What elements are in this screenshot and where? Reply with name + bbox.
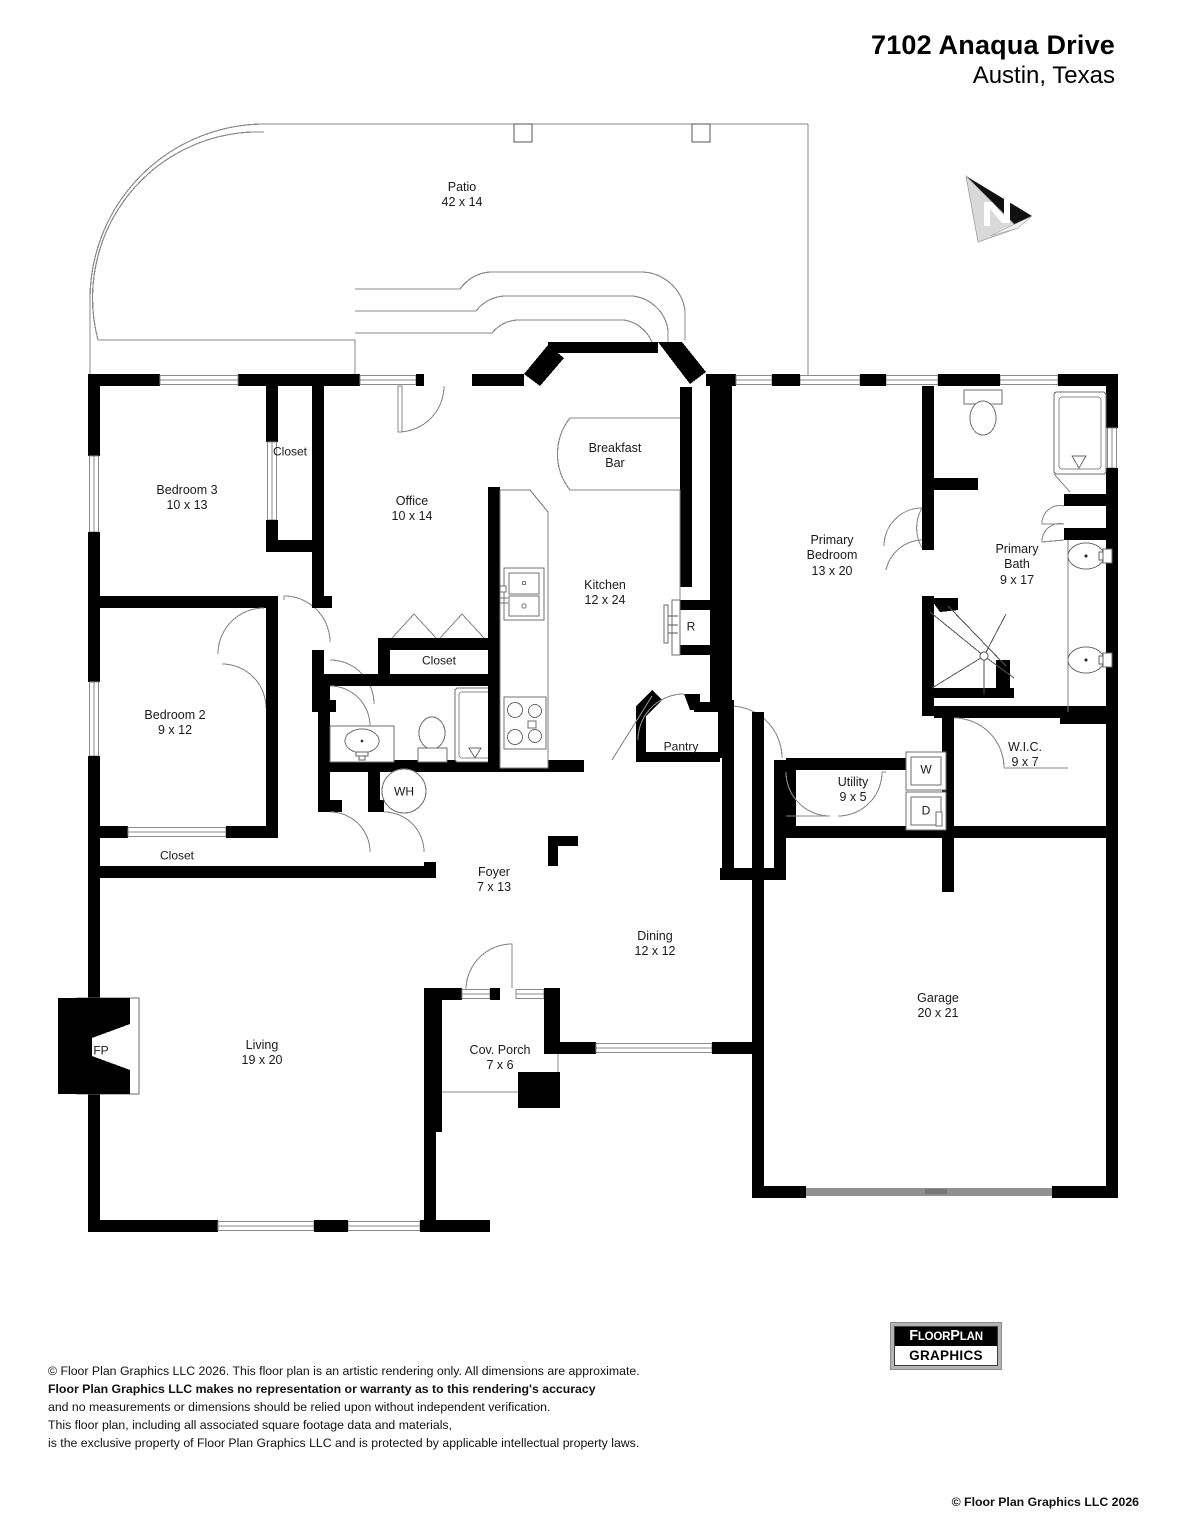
logo-inner: FLOORPLAN GRAPHICS xyxy=(894,1326,998,1366)
logo-f: F xyxy=(909,1328,918,1344)
disclaimer-line-1: © Floor Plan Graphics LLC 2026. This flo… xyxy=(48,1364,640,1378)
disclaimer-line-4: This floor plan, including all associate… xyxy=(48,1418,452,1433)
bottom-copyright: © Floor Plan Graphics LLC 2026 xyxy=(951,1495,1139,1509)
logo-line-1: FLOORPLAN xyxy=(895,1327,997,1346)
north-arrow-icon xyxy=(965,174,1033,243)
logo-loor: LOOR xyxy=(917,1331,951,1343)
city-state-line: Austin, Texas xyxy=(972,62,1115,90)
page-title: 7102 Anaqua Drive Austin, Texas xyxy=(871,30,1115,91)
disclaimer-line-5: is the exclusive property of Floor Plan … xyxy=(48,1436,640,1451)
disclaimer-text: © Floor Plan Graphics LLC 2026. This flo… xyxy=(48,1362,768,1452)
logo-lan: LAN xyxy=(959,1331,983,1343)
floorplan-graphics-logo: FLOORPLAN GRAPHICS xyxy=(890,1322,1002,1370)
disclaimer-line-3: and no measurements or dimensions should… xyxy=(48,1400,551,1415)
floorplan-drawing xyxy=(58,123,1118,1232)
address-line: 7102 Anaqua Drive xyxy=(870,30,1115,60)
logo-p: P xyxy=(950,1328,960,1344)
logo-line-2: GRAPHICS xyxy=(909,1348,983,1363)
disclaimer-line-2: Floor Plan Graphics LLC makes no represe… xyxy=(48,1382,596,1397)
